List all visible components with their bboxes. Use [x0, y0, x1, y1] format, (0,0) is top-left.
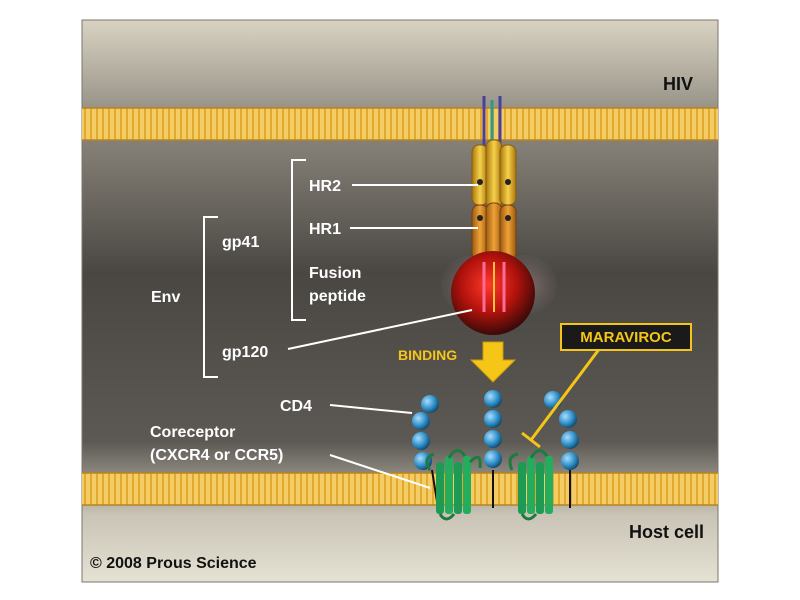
leader-lines — [287, 184, 478, 489]
gp41-label: gp41 — [222, 234, 259, 251]
hr1-label: HR1 — [309, 221, 341, 238]
host-cell-membrane — [82, 472, 718, 506]
gp41-hr1-helices — [471, 202, 517, 266]
fusion-peptide-label-line2: peptide — [309, 288, 366, 305]
bracket-lines — [203, 159, 306, 378]
binding-label: BINDING — [398, 347, 457, 363]
host-cell-label: Host cell — [629, 522, 704, 542]
gp41-hr2-helices — [471, 139, 517, 209]
maraviroc-inhibitor — [521, 323, 692, 449]
hiv-label: HIV — [663, 74, 693, 94]
gp120-sphere — [441, 251, 557, 335]
cd4-receptors — [412, 390, 579, 509]
binding-arrow — [469, 341, 517, 383]
copyright-label: © 2008 Prous Science — [90, 555, 257, 572]
cd4-label: CD4 — [280, 398, 312, 415]
coreceptor-left — [425, 449, 482, 521]
hr2-label: HR2 — [309, 178, 341, 195]
viral-membrane — [82, 107, 718, 141]
gp120-label: gp120 — [222, 344, 268, 361]
coreceptor-label-line1: Coreceptor — [150, 424, 235, 441]
coreceptor-label-line2: (CXCR4 or CCR5) — [150, 447, 283, 464]
fusion-peptide-label-line1: Fusion — [309, 265, 361, 282]
env-label: Env — [151, 289, 180, 306]
coreceptor-right — [508, 449, 553, 521]
maraviroc-label: MARAVIROC — [580, 329, 672, 346]
